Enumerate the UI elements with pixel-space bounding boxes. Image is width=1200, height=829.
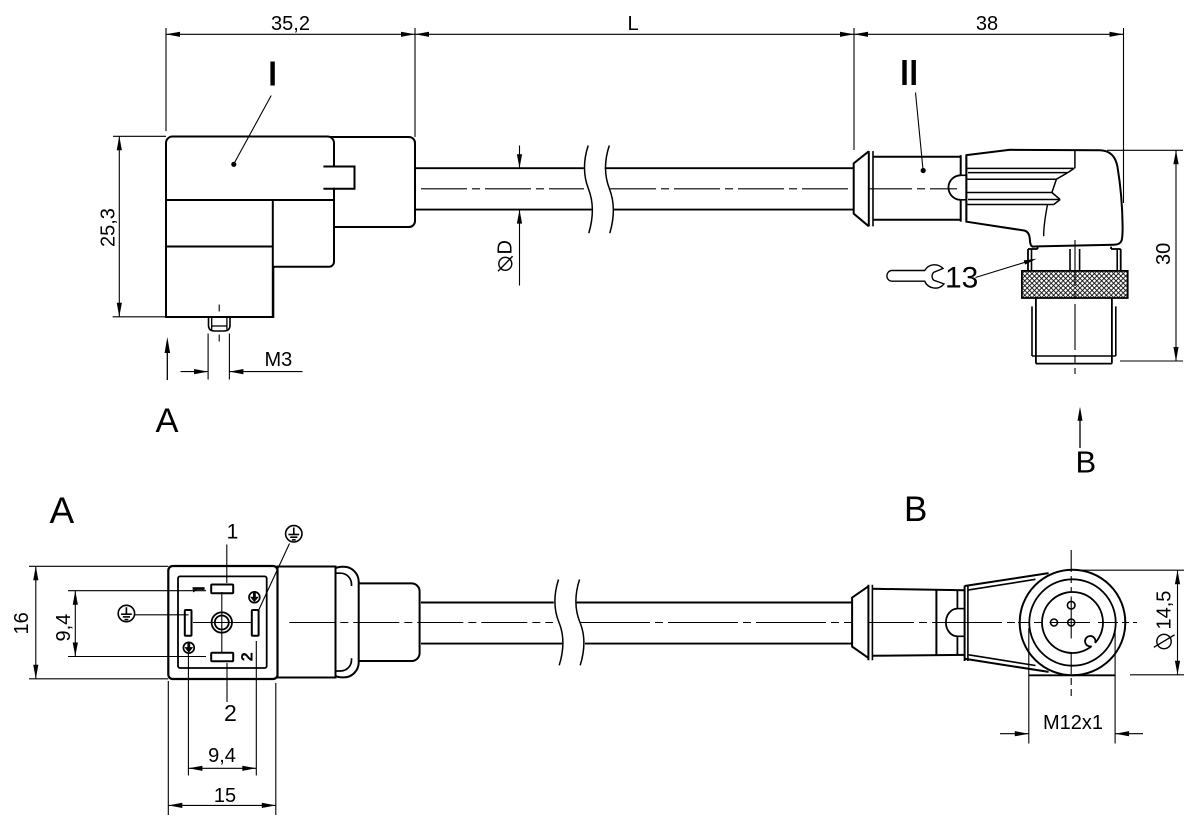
- svg-text:M12x1: M12x1: [1043, 712, 1103, 734]
- svg-text:15: 15: [214, 785, 236, 807]
- svg-text:2: 2: [224, 700, 237, 726]
- svg-text:16: 16: [11, 612, 33, 634]
- svg-text:14,5: 14,5: [1154, 591, 1176, 630]
- svg-text:M3: M3: [265, 349, 293, 371]
- svg-text:38: 38: [976, 13, 998, 35]
- svg-text:B: B: [1076, 445, 1097, 480]
- svg-text:D: D: [494, 240, 516, 254]
- svg-text:1: 1: [227, 520, 239, 543]
- svg-text:2: 2: [238, 652, 256, 661]
- svg-text:B: B: [904, 490, 927, 529]
- svg-text:13: 13: [945, 262, 978, 295]
- svg-text:35,2: 35,2: [271, 13, 310, 35]
- svg-text:25,3: 25,3: [97, 208, 119, 247]
- svg-text:A: A: [50, 490, 75, 531]
- svg-text:9,4: 9,4: [53, 614, 75, 642]
- svg-text:L: L: [627, 13, 638, 35]
- svg-text:30: 30: [1153, 243, 1175, 265]
- svg-text:9,4: 9,4: [208, 745, 236, 767]
- svg-text:A: A: [156, 402, 179, 440]
